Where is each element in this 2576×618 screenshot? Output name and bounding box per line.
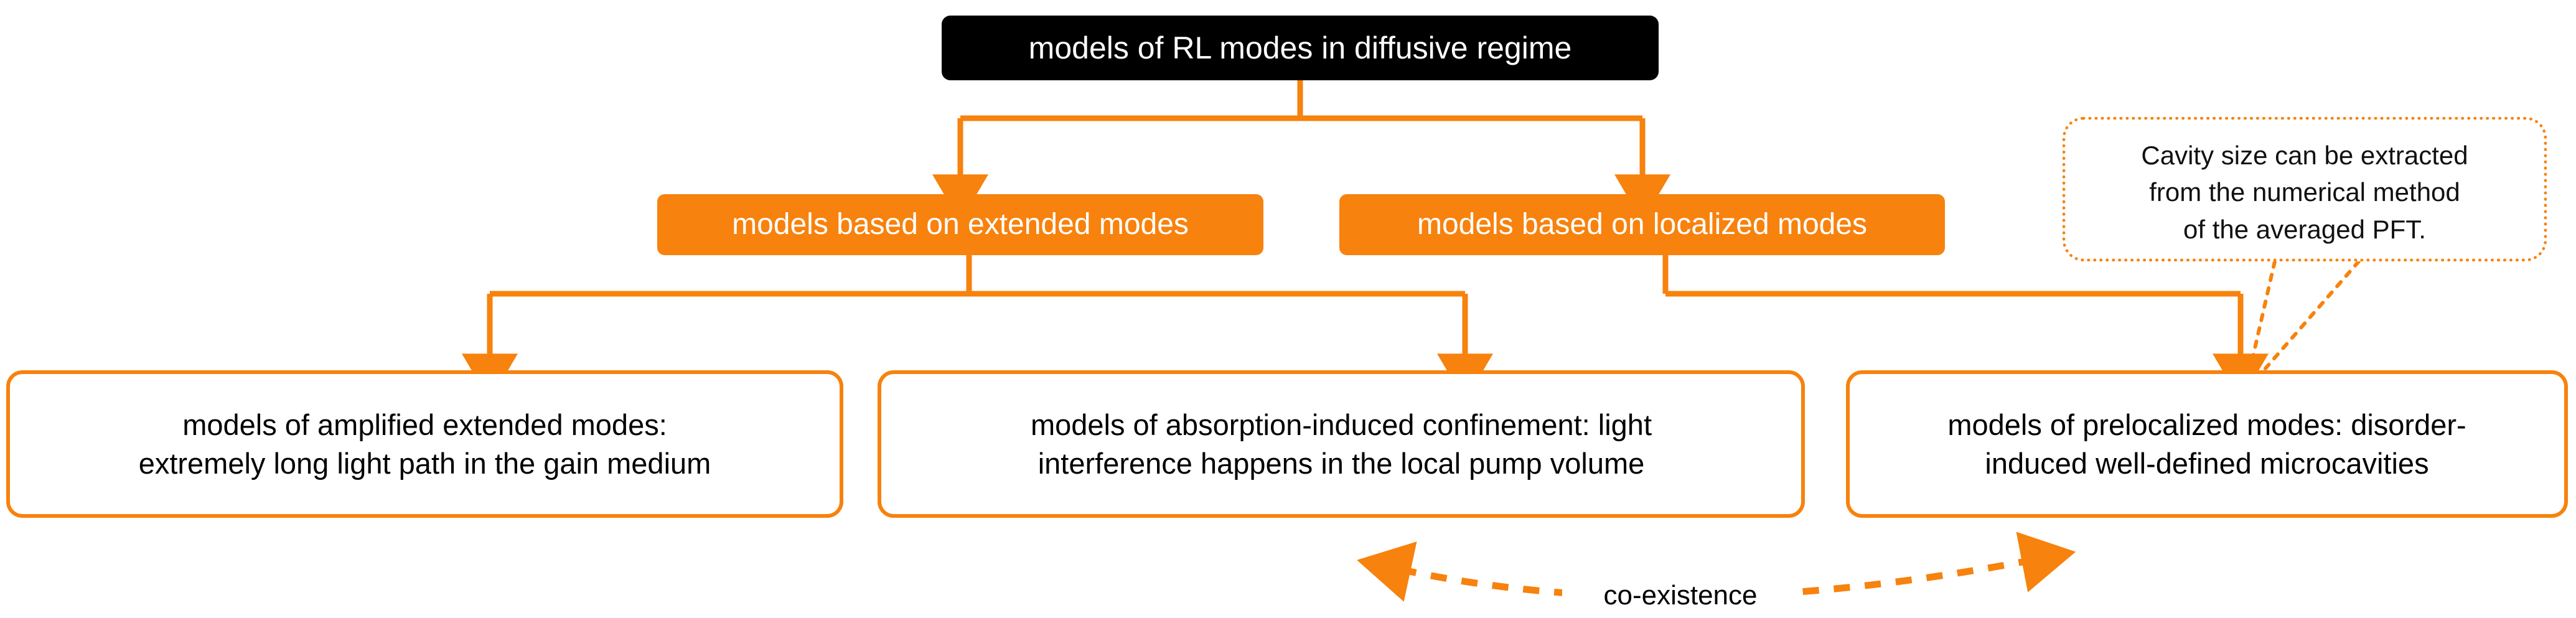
callout-cavity-size-note[interactable]: Cavity size can be extracted from the nu… — [2063, 117, 2547, 261]
node-amplified-text: models of amplified extended modes: extr… — [139, 406, 711, 482]
node-amplified-line2: extremely long light path in the gain me… — [138, 446, 711, 480]
node-prelocalized-text: models of prelocalized modes: disorder- … — [1947, 406, 2466, 482]
node-amplified-line1: models of amplified extended modes: — [182, 408, 667, 442]
callout-line1: Cavity size can be extracted — [2141, 140, 2468, 170]
callout-pointer — [2249, 260, 2361, 370]
node-absorption-line1: models of absorption-induced confinement… — [1030, 408, 1652, 442]
node-prelocalized-line1: models of prelocalized modes: disorder- — [1947, 408, 2466, 442]
node-models-of-prelocalized-modes[interactable]: models of prelocalized modes: disorder- … — [1846, 370, 2568, 518]
callout-line3: of the averaged PFT. — [2183, 214, 2426, 244]
node-models-based-on-extended-modes[interactable]: models based on extended modes — [657, 194, 1263, 255]
callout-text: Cavity size can be extracted from the nu… — [2141, 137, 2468, 248]
node-absorption-text: models of absorption-induced confinement… — [1031, 406, 1652, 482]
connector-root-to-level2 — [932, 80, 1670, 222]
node-models-based-on-localized-modes[interactable]: models based on localized modes — [1339, 194, 1945, 255]
node-models-of-absorption-induced-confinement[interactable]: models of absorption-induced confinement… — [878, 370, 1805, 518]
node-root-models-of-rl-modes[interactable]: models of RL modes in diffusive regime — [942, 16, 1659, 80]
node-absorption-line2: interference happens in the local pump v… — [1037, 446, 1645, 480]
connector-localized-to-prelocalized — [1662, 255, 2269, 401]
callout-line2: from the numerical method — [2149, 177, 2460, 207]
node-models-of-amplified-extended-modes[interactable]: models of amplified extended modes: extr… — [6, 370, 843, 518]
edge-label-coexistence: co-existence — [1562, 580, 1799, 611]
connector-extended-to-leaves — [462, 255, 1493, 401]
node-prelocalized-line2: induced well-defined microcavities — [1985, 446, 2429, 480]
